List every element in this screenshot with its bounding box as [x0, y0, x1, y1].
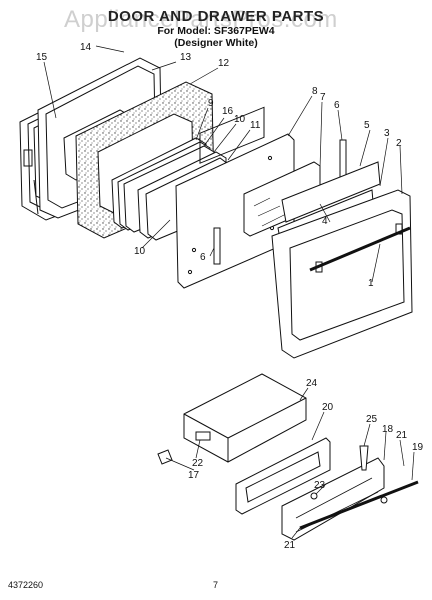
model-line: For Model: SF367PEW4	[157, 25, 275, 37]
part-drawer-front-panel	[281, 457, 419, 541]
callout-5: 5	[364, 120, 370, 131]
finish-line: (Designer White)	[174, 37, 258, 49]
callout-4: 4	[322, 216, 328, 227]
callout-19: 19	[412, 442, 424, 453]
callout-6-lower: 6	[200, 252, 206, 263]
leader-lines	[43, 45, 415, 539]
part-hardware	[310, 445, 388, 504]
callout-6-upper: 6	[334, 100, 340, 111]
callout-16: 16	[222, 106, 234, 117]
callout-1: 1	[368, 278, 374, 289]
part-inner-door-panel	[175, 106, 295, 289]
part-drawer-box	[183, 373, 307, 463]
page-number: 7	[213, 580, 219, 590]
part-door-handle	[309, 223, 411, 273]
callout-8: 8	[312, 86, 318, 97]
callout-21-lower: 21	[284, 540, 296, 551]
callout-13: 13	[180, 52, 192, 63]
callout-22: 22	[192, 458, 204, 469]
callout-12: 12	[218, 58, 230, 69]
callout-21-upper: 21	[396, 430, 408, 441]
callout-3: 3	[384, 128, 390, 139]
callout-10-lower: 10	[134, 246, 146, 257]
callout-labels: 1 2 3 4 5 6 6 7 8 9 10 10 11 12 13 14 15…	[36, 42, 424, 551]
part-drawer-front-frame	[235, 437, 331, 515]
diagram-header: DOOR AND DRAWER PARTS For Model: SF367PE…	[0, 8, 432, 49]
callout-9: 9	[208, 98, 214, 109]
callout-23: 23	[314, 480, 326, 491]
callout-7: 7	[320, 92, 326, 103]
callout-20: 20	[322, 402, 334, 413]
callout-15: 15	[36, 52, 48, 63]
callout-18: 18	[382, 424, 394, 435]
part-drawer-slide	[157, 431, 211, 465]
callout-11: 11	[250, 120, 261, 131]
callout-14: 14	[80, 42, 92, 53]
callout-24: 24	[306, 378, 318, 389]
document-number: 4372260	[8, 580, 44, 590]
callout-10-upper: 10	[234, 114, 246, 125]
callout-17: 17	[188, 470, 200, 481]
diagram-title: DOOR AND DRAWER PARTS	[107, 8, 325, 25]
callout-2: 2	[396, 138, 402, 149]
callout-25: 25	[366, 414, 378, 425]
